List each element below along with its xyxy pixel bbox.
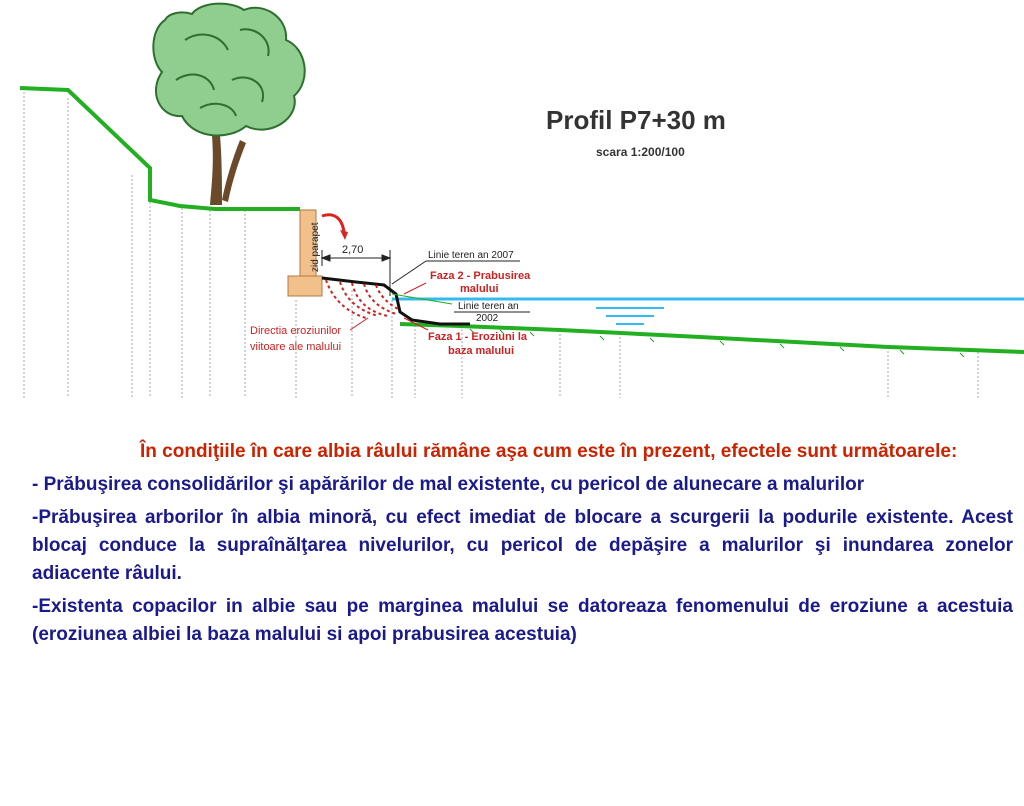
parapet-wall bbox=[287, 209, 323, 297]
label-phase1-line1: Faza 1 - Eroziuni la bbox=[428, 331, 528, 343]
parapet-label: zid parapet bbox=[310, 222, 321, 272]
label-line-2002-line2: 2002 bbox=[476, 313, 499, 324]
label-phase1-line2: baza malului bbox=[448, 345, 514, 357]
collapse-arrow bbox=[321, 213, 346, 233]
description-text: În condiţiile în care albia râului rămân… bbox=[32, 438, 1013, 654]
dimension-marker bbox=[320, 250, 392, 296]
label-line-2002-line1: Linie teren an bbox=[458, 301, 519, 312]
profile-dotted-lines bbox=[23, 88, 979, 398]
tree-illustration bbox=[152, 2, 306, 205]
riverbed-ground-line bbox=[399, 322, 1024, 354]
label-direction-line1: Directia eroziunilor bbox=[250, 325, 341, 337]
intro-paragraph: În condiţiile în care albia râului rămân… bbox=[140, 441, 958, 462]
water-level-symbol bbox=[596, 307, 664, 325]
label-phase2-line1: Faza 2 - Prabusirea bbox=[430, 270, 531, 282]
diagram-title: Profil P7+30 m bbox=[546, 105, 726, 135]
label-direction-line2: viitoare ale malului bbox=[250, 341, 341, 353]
diagram-scale: scara 1:200/100 bbox=[596, 145, 685, 159]
river-profile-diagram: zid parapet 2,70 Linie teren an 2007 Faz… bbox=[19, 2, 1024, 398]
effect-paragraph-2: -Prăbuşirea arborilor în albia minoră, c… bbox=[32, 507, 1013, 584]
label-phase2-line2: malului bbox=[460, 283, 499, 295]
label-line-2007: Linie teren an 2007 bbox=[428, 250, 514, 261]
terrain-line-2007 bbox=[321, 276, 470, 326]
dimension-label: 2,70 bbox=[342, 244, 363, 256]
ground-line bbox=[19, 86, 300, 211]
erosion-directions bbox=[325, 279, 401, 319]
terrain-line-2002 bbox=[391, 293, 453, 305]
grass-texture bbox=[469, 328, 965, 358]
effect-paragraph-3: -Existenta copacilor in albie sau pe mar… bbox=[32, 596, 1013, 645]
effect-paragraph-1: - Prăbuşirea consolidărilor şi apărărilo… bbox=[32, 474, 865, 495]
